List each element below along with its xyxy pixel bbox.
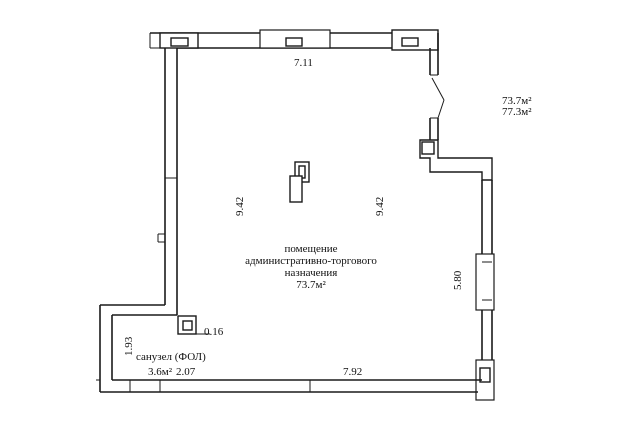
dim-right-inner: 9.42	[374, 197, 386, 216]
bathroom-name: санузел (ФОЛ)	[136, 351, 206, 363]
central-column	[289, 161, 310, 203]
room-name-line1: помещение	[284, 243, 337, 255]
bathroom-walls	[96, 304, 210, 392]
right-step-wall	[419, 139, 495, 401]
top-wall	[149, 29, 439, 51]
dim-bottom: 7.92	[343, 366, 362, 378]
room-name-line3: назначения	[285, 267, 338, 279]
room-name-line2: административно-торгового	[245, 255, 377, 267]
area-gross: 77.3м²	[502, 106, 532, 118]
room-area: 73.7м²	[296, 279, 326, 291]
dim-left-inner: 9.42	[234, 197, 246, 216]
bottom-wall	[100, 379, 482, 393]
bathroom-area: 3.6м²	[148, 366, 173, 378]
dim-small-offset: 0.16	[204, 326, 224, 338]
dim-bath-side: 1.93	[123, 336, 135, 356]
right-upper-wall	[429, 33, 445, 140]
dim-top: 7.11	[294, 57, 313, 69]
area-total: 73.7м²	[502, 95, 532, 107]
left-wall	[157, 47, 178, 315]
dim-right-lower: 5.80	[452, 270, 464, 290]
dim-bath-bottom: 2.07	[176, 366, 196, 378]
